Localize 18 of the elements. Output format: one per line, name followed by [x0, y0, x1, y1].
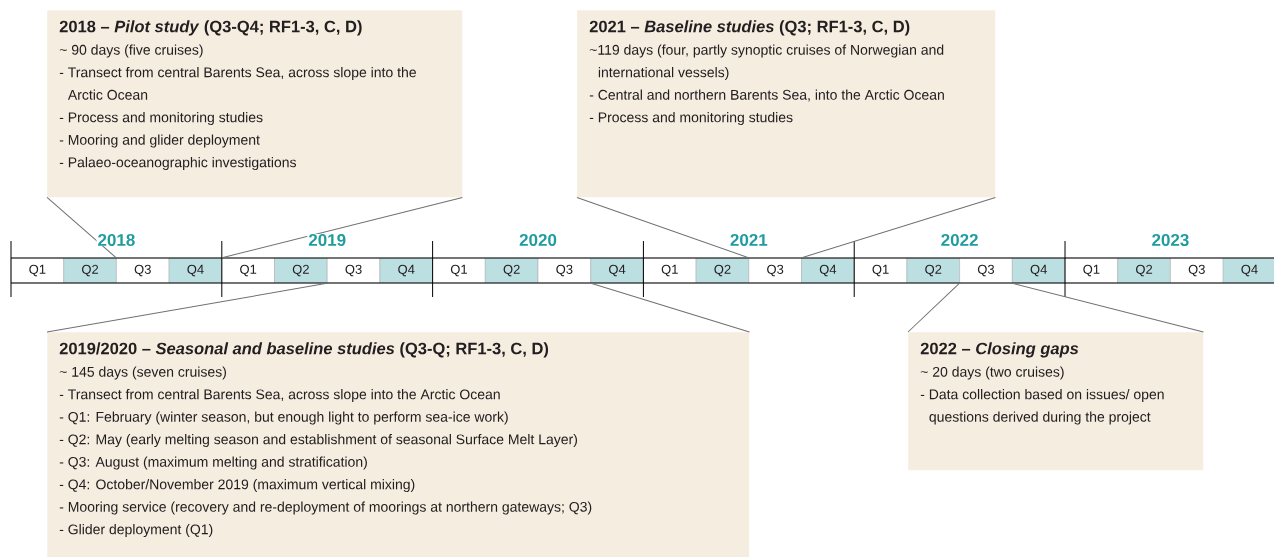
leader-line	[801, 196, 996, 259]
year-label: 2018	[96, 234, 137, 247]
callout-box: 2018 – Pilot study (Q3-Q4; RF1-3, C, D) ~ 90 days (five cruises) - Transect from central Barents Sea, across slope into the Arctic Ocean - Process and monitoring studies - Mooring and glider deployment - Palaeo-oceanographic investigations	[47, 10, 463, 198]
callout-box: 2019/2020 – Seasonal and baseline studies (Q3-Q; RF1-3, C, D) ~ 145 days (seven cruises) - Transect from central Barents Sea, across slope into the Arctic Ocean - Q1: February (winter season, but enough light to perform sea-ice work) - Q2: May (early melting season and establishment of seasonal Surface Melt Layer) - Q3: August (maximum melting and stratification) - Q4: October/November 2019 (maximum vertical mixing) - Mooring service (recovery and re-deployment of moorings at northern gateways; Q3) - Glider deployment (Q1)	[47, 332, 750, 557]
leader-line	[576, 196, 749, 259]
leader-line	[221, 196, 463, 259]
leader-line	[1012, 282, 1204, 333]
year-label: 2022	[939, 234, 980, 247]
callout-box: 2022 – Closing gaps ~ 20 days (two cruises) - Data collection based on issues/ open questions derived during the project	[908, 332, 1204, 471]
leader-line	[46, 196, 117, 259]
year-label: 2023	[1150, 233, 1191, 247]
year-label: 2019	[307, 234, 348, 247]
leader-line	[46, 282, 328, 333]
leader-line	[907, 282, 960, 333]
callout-box: 2021 – Baseline studies (Q3; RF1-3, C, D) ~119 days (four, partly synoptic cruises of Norwegian and international vessels) - Central and northern Barents Sea, into the Arctic Ocean - Process and monitoring studies	[577, 10, 996, 198]
year-label: 2020	[518, 234, 558, 247]
leader-line	[590, 282, 750, 333]
year-label: 2021	[728, 234, 769, 247]
